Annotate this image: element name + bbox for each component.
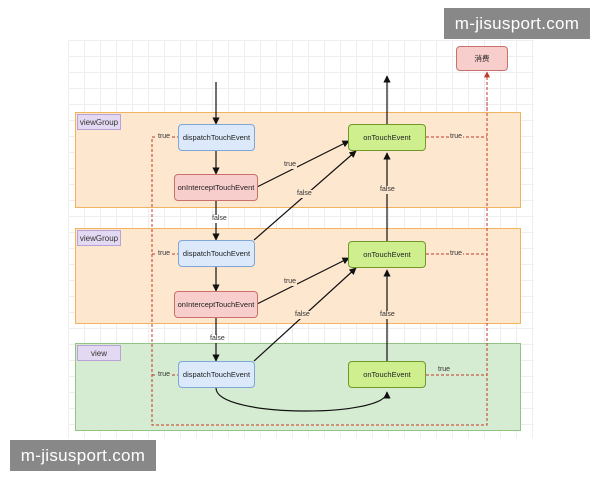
on-touch-event-node-3: onTouchEvent: [348, 361, 426, 388]
watermark-top: m-jisusport.com: [444, 8, 590, 39]
edge-label-false: false: [211, 215, 228, 223]
consume-return-path: [151, 98, 488, 426]
dispatch-touch-event-node-1: dispatchTouchEvent: [178, 124, 255, 151]
edge-label-true: true: [449, 133, 464, 141]
viewgroup-layer-2: [75, 228, 521, 324]
edge-label-true: true: [157, 133, 172, 141]
viewgroup-tag-1: viewGroup: [77, 114, 121, 130]
edge-label-true: true: [157, 250, 172, 258]
view-layer: [75, 343, 521, 431]
view-tag: view: [77, 345, 121, 361]
edge-label-true: true: [157, 371, 172, 379]
edge-label-false: false: [379, 311, 396, 319]
edge-label-true: true: [283, 161, 298, 169]
edge-label-true: true: [283, 278, 298, 286]
edge-label-false: false: [379, 186, 396, 194]
on-touch-event-node-1: onTouchEvent: [348, 124, 426, 151]
edge-label-true: true: [449, 250, 464, 258]
viewgroup-tag-2: viewGroup: [77, 230, 121, 246]
edge-label-false: false: [296, 190, 313, 198]
intercept-touch-event-node-2: onInterceptTouchEvent: [174, 291, 258, 318]
on-touch-event-node-2: onTouchEvent: [348, 241, 426, 268]
consume-node: 消费: [456, 46, 508, 71]
edge-label-false: false: [294, 311, 311, 319]
dispatch-touch-event-node-3: dispatchTouchEvent: [178, 361, 255, 388]
watermark-bottom: m-jisusport.com: [10, 440, 156, 471]
view-bypass-curve: [215, 387, 391, 412]
edge-label-true: true: [437, 366, 452, 374]
edge-label-false: false: [209, 335, 226, 343]
dispatch-touch-event-node-2: dispatchTouchEvent: [178, 240, 255, 267]
intercept-touch-event-node-1: onInterceptTouchEvent: [174, 174, 258, 201]
